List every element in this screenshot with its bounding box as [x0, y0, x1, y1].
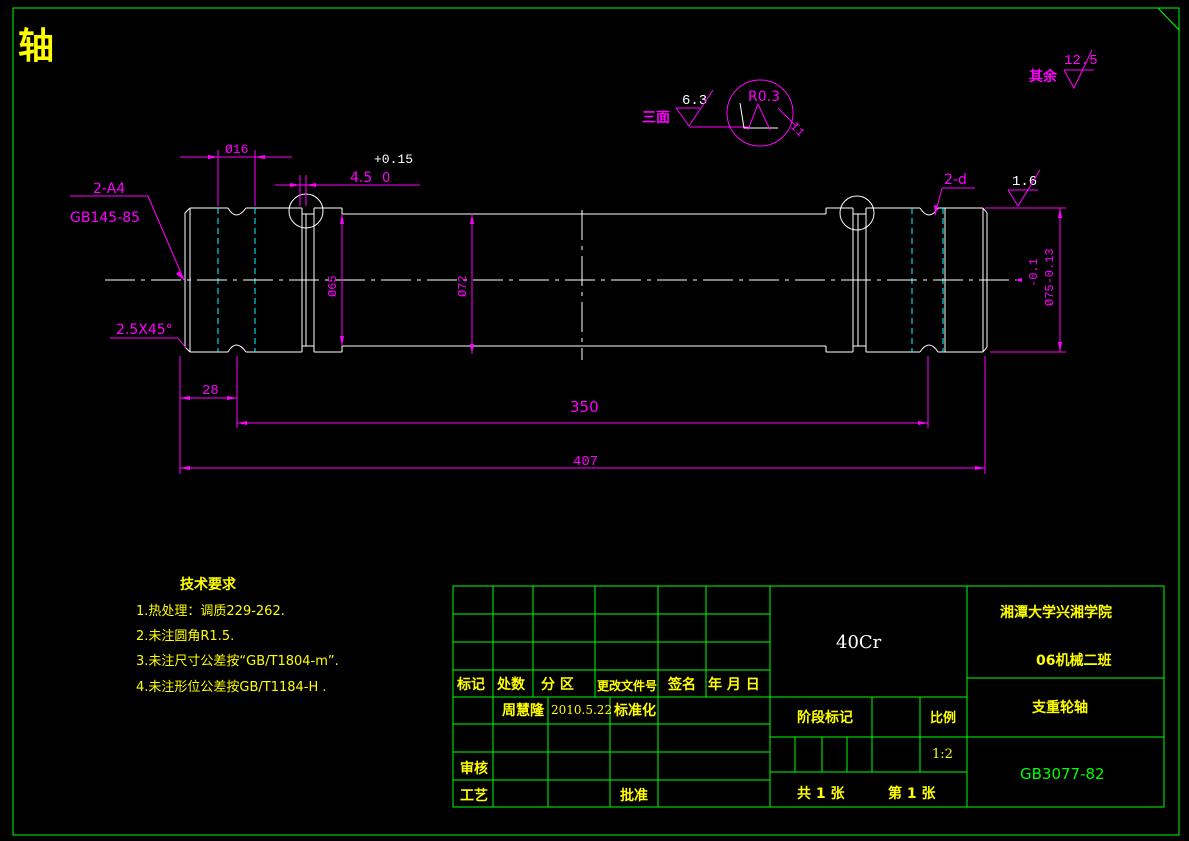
roughness-right-end: 1.6 [1007, 169, 1041, 207]
dim-len28: 28 [202, 383, 219, 399]
tb-hdr-count: 处数 [496, 676, 526, 693]
dim-d75: Ø75-0.13 [1043, 248, 1057, 306]
tb-material: 40Cr [836, 632, 882, 653]
dim-tol-len: 4.5 [350, 170, 372, 186]
dim-groove: 2-d [944, 172, 967, 188]
tech-note-item: 1.热处理：调质229-262. [136, 604, 285, 619]
shaft-outline [184, 193, 988, 353]
tb-process: 工艺 [460, 787, 488, 804]
tb-hdr-sign: 签名 [667, 676, 696, 693]
dimension-arrows [176, 155, 1062, 470]
tb-hdr-mark: 标记 [456, 676, 485, 693]
tb-standardization: 标准化 [613, 702, 656, 719]
tb-hdr-date: 年 月 日 [708, 676, 760, 693]
tb-approve: 批准 [620, 787, 648, 804]
dimension-lines [70, 150, 1066, 474]
tech-notes-heading: 技术要求 [180, 576, 237, 593]
dim-tol-plus: +0.15 [374, 152, 413, 167]
rest-label: 其余 [1029, 68, 1058, 85]
technical-notes: 技术要求 1.热处理：调质229-262. 2.未注圆角R1.5. 3.未注尺寸… [136, 576, 339, 695]
tb-hdr-change-doc: 更改文件号 [597, 678, 657, 693]
tb-designer: 周慧隆 [502, 702, 545, 719]
tb-part-name: 支重轮轴 [1031, 699, 1088, 716]
tech-note-item: 2.未注圆角R1.5. [136, 629, 234, 644]
dim-d65: Ø65 [326, 275, 340, 297]
tech-note-item: 3.未注尺寸公差按“GB/T1804-m”. [136, 654, 339, 669]
title-block-text: 40Cr 湘潭大学兴湘学院 06机械二班 支重轮轴 GB3077-82 标记 处… [456, 604, 1112, 804]
dim-center-hole: 2-A4 [93, 181, 125, 197]
tb-sheet-no: 第 1 张 [888, 785, 936, 802]
tb-total-sheets: 共 1 张 [797, 785, 845, 802]
dim-len407: 407 [573, 454, 598, 470]
tech-note-item: 4.未注形位公差按GB/T1184-H . [136, 680, 327, 695]
fillet-detail-text: R0.3 [748, 89, 780, 105]
right-end-value: 1.6 [1012, 174, 1037, 190]
title-block-grid [452, 585, 1165, 808]
dim-d16: Ø16 [225, 142, 248, 157]
dim-d75-tol-upper: -0.1 [1027, 258, 1041, 287]
corner-mark [1157, 7, 1180, 31]
three-faces-label: 三面 [642, 110, 670, 126]
roughness-rest: 其余 12.5 [1029, 49, 1098, 90]
rest-value: 12.5 [1064, 53, 1098, 69]
tb-scale: 1:2 [932, 747, 953, 762]
dim-chamfer: 2.5X45° [116, 322, 173, 338]
dim-center-std: GB145-85 [70, 210, 140, 226]
detail-extra-text: I1 [787, 120, 807, 140]
drawing-title: 轴 [18, 26, 54, 67]
fillet-detail-symbol: R0.3 I1 [726, 79, 807, 147]
tb-design-date: 2010.5.22 [551, 703, 612, 717]
tb-review: 审核 [460, 760, 488, 777]
tb-hdr-zone: 分 区 [541, 677, 574, 693]
tb-school: 湘潭大学兴湘学院 [1000, 604, 1112, 621]
drawing-border [12, 7, 1180, 836]
dim-d72: Ø72 [456, 275, 470, 297]
tb-scale-label: 比例 [930, 710, 956, 726]
roughness-three-faces: 三面 6.3 [642, 89, 750, 128]
tb-stage-mark: 阶段标记 [797, 709, 853, 726]
dim-tol-zero: 0 [382, 171, 390, 186]
tb-drawing-no: GB3077-82 [1020, 765, 1105, 783]
dim-len350: 350 [570, 398, 599, 416]
roughness-symbol [675, 89, 714, 127]
tb-class: 06机械二班 [1036, 652, 1111, 669]
three-faces-value: 6.3 [682, 93, 707, 109]
